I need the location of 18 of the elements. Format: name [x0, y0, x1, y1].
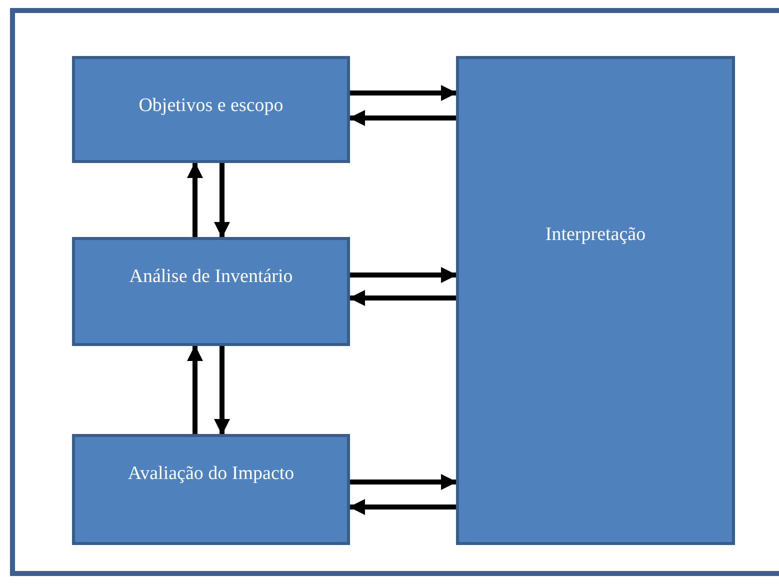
arrow [349, 290, 456, 306]
arrow [350, 85, 457, 101]
box-label: Avaliação do Impacto [128, 463, 294, 485]
process-box [72, 56, 350, 163]
box-label: Objetivos e escopo [138, 95, 284, 117]
arrow [214, 163, 230, 238]
box-label: Interpretação [545, 224, 646, 246]
arrow [350, 267, 457, 283]
arrow [349, 499, 456, 515]
arrow [349, 110, 456, 126]
arrow [187, 162, 203, 237]
arrow [214, 346, 230, 435]
process-box [72, 237, 350, 346]
process-box [456, 56, 735, 545]
process-box [72, 434, 350, 545]
arrow [187, 345, 203, 434]
box-label: Análise de Inventário [129, 266, 293, 288]
arrow [350, 474, 457, 490]
